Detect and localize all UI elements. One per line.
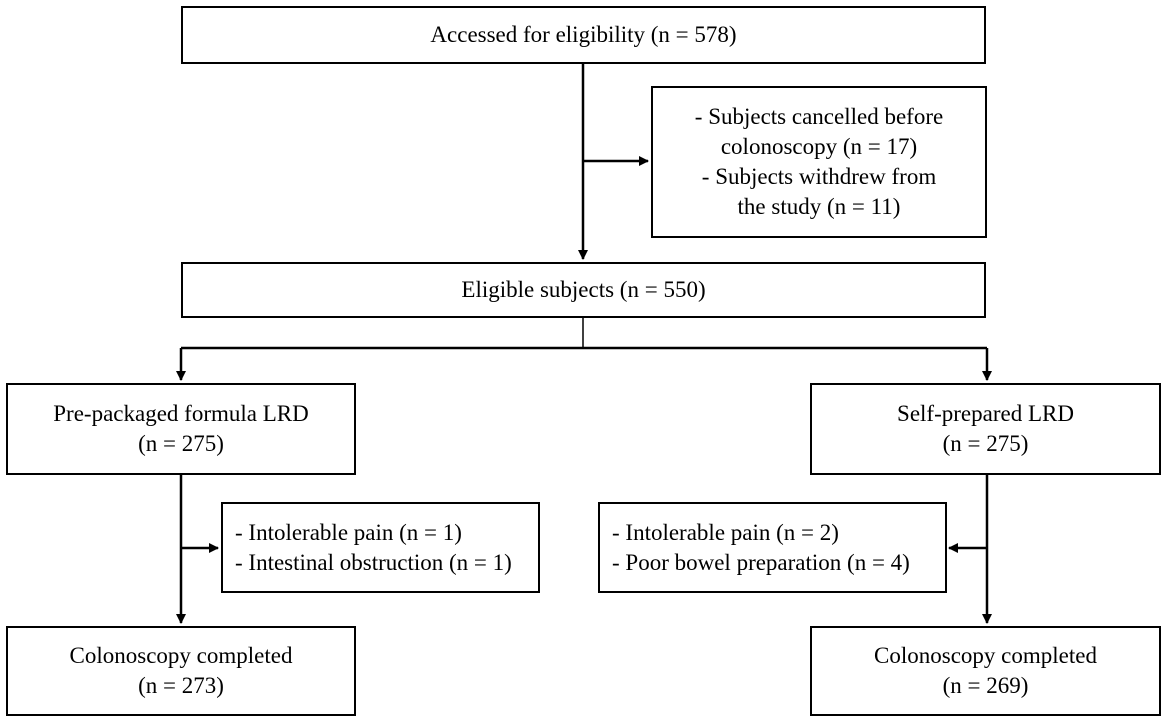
selfprepared-line-2: (n = 275) — [942, 431, 1029, 456]
left-completed-box: Colonoscopy completed (n = 273) — [6, 626, 356, 716]
left-completed-line-2: (n = 273) — [138, 673, 224, 698]
eligible-line-1: Eligible subjects (n = 550) — [461, 277, 706, 302]
right-completed-line-1: Colonoscopy completed — [874, 643, 1097, 668]
right-dropout-line-1: - Intolerable pain (n = 2) — [612, 519, 839, 545]
eligible-box: Eligible subjects (n = 550) — [181, 262, 986, 318]
right-completed-box: Colonoscopy completed (n = 269) — [810, 626, 1161, 716]
selfprepared-box: Self-prepared LRD (n = 275) — [810, 383, 1161, 475]
assessed-line-1: Accessed for eligibility (n = 578) — [430, 22, 737, 47]
prepackaged-line-1: Pre-packaged formula LRD — [53, 401, 309, 426]
excluded-box: - Subjects cancelled before colonoscopy … — [651, 86, 987, 238]
excluded-line-4: the study (n = 11) — [737, 194, 901, 219]
excluded-line-3: - Subjects withdrew from — [701, 164, 937, 189]
left-dropout-line-2: - Intestinal obstruction (n = 1) — [235, 549, 512, 575]
right-dropout-box: - Intolerable pain (n = 2) - Poor bowel … — [598, 502, 947, 593]
right-completed-line-2: (n = 269) — [942, 673, 1029, 698]
left-dropout-box: - Intolerable pain (n = 1) - Intestinal … — [221, 502, 540, 593]
prepackaged-box: Pre-packaged formula LRD (n = 275) — [6, 383, 356, 475]
assessed-box: Accessed for eligibility (n = 578) — [181, 6, 986, 64]
right-dropout-line-2: - Poor bowel preparation (n = 4) — [612, 549, 910, 575]
excluded-line-2: colonoscopy (n = 17) — [720, 134, 918, 159]
prepackaged-line-2: (n = 275) — [138, 431, 224, 456]
selfprepared-line-1: Self-prepared LRD — [897, 401, 1074, 426]
left-completed-line-1: Colonoscopy completed — [69, 643, 293, 668]
left-dropout-line-1: - Intolerable pain (n = 1) — [235, 519, 462, 545]
excluded-line-1: - Subjects cancelled before — [694, 104, 944, 129]
